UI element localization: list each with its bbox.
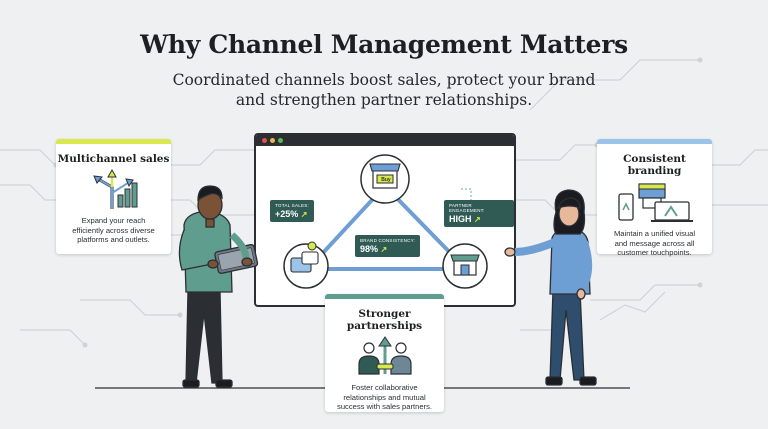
trend-up-icon: ↗ [474,215,481,224]
maximize-dot [278,138,283,143]
card-title: Stronger partnerships [346,308,423,332]
card-accent-bar [597,139,712,144]
storefront-icon [369,163,401,189]
badge-label: TOTAL SALES: [275,203,309,208]
total-sales-badge: TOTAL SALES: +25% ↗ [270,200,314,222]
card-description: Foster collaborative relationships and m… [337,383,432,411]
subtitle-line-2: and strengthen partner relationships. [235,91,533,109]
badge-label: PARTNER ENGAGEMENT: [449,203,485,213]
card-title: Consistent branding [623,153,686,177]
badge-label: BRAND CONSISTENCY: [360,238,416,243]
page-title: Why Channel Management Matters [140,30,628,59]
badge-value: 98% ↗ [360,244,388,254]
multichannel-sales-card: Multichannel sales Expand your reach eff… [56,139,171,254]
subtitle-line-1: Coordinated channels boost sales, protec… [172,71,596,89]
partner-engagement-badge: PARTNER ENGAGEMENT: HIGH ↗ [444,200,514,227]
page-subtitle: Coordinated channels boost sales, protec… [0,70,768,110]
card-title: Multichannel sales [57,153,170,165]
woman-presenting-figure [504,189,597,386]
channel-network-diagram [283,154,488,289]
minimize-dot [270,138,275,143]
handshake-growth-people-icon [357,336,412,375]
window-title-bar [256,135,514,146]
dashboard-monitor: Buy TOTAL SALES: +25% ↗ BRAND CONSISTENC… [254,133,516,307]
storefront-icon-right [450,254,480,276]
consistent-branding-card: Consistent branding Maintain a unified v… [597,139,712,257]
stronger-partnerships-card: Stronger partnerships Foster collaborati… [325,294,444,412]
branching-arrows-chart-icon [92,168,137,209]
store-sign: Buy [381,177,391,183]
card-accent-bar [56,139,171,144]
badge-value: +25% ↗ [275,209,308,219]
close-dot [262,138,267,143]
man-with-tablet-figure [178,185,259,388]
card-description: Expand your reach efficiently across div… [72,216,155,244]
brand-consistency-badge: BRAND CONSISTENCY: 98% ↗ [355,235,421,257]
card-accent-bar [325,294,444,299]
chat-bubbles-person-icon [290,241,319,273]
card-description: Maintain a unified visual and message ac… [613,229,696,257]
badge-value: HIGH ↗ [449,214,481,224]
multi-device-brand-icon [617,183,693,222]
trend-up-icon: ↗ [380,245,388,254]
trend-up-icon: ↗ [300,210,308,219]
